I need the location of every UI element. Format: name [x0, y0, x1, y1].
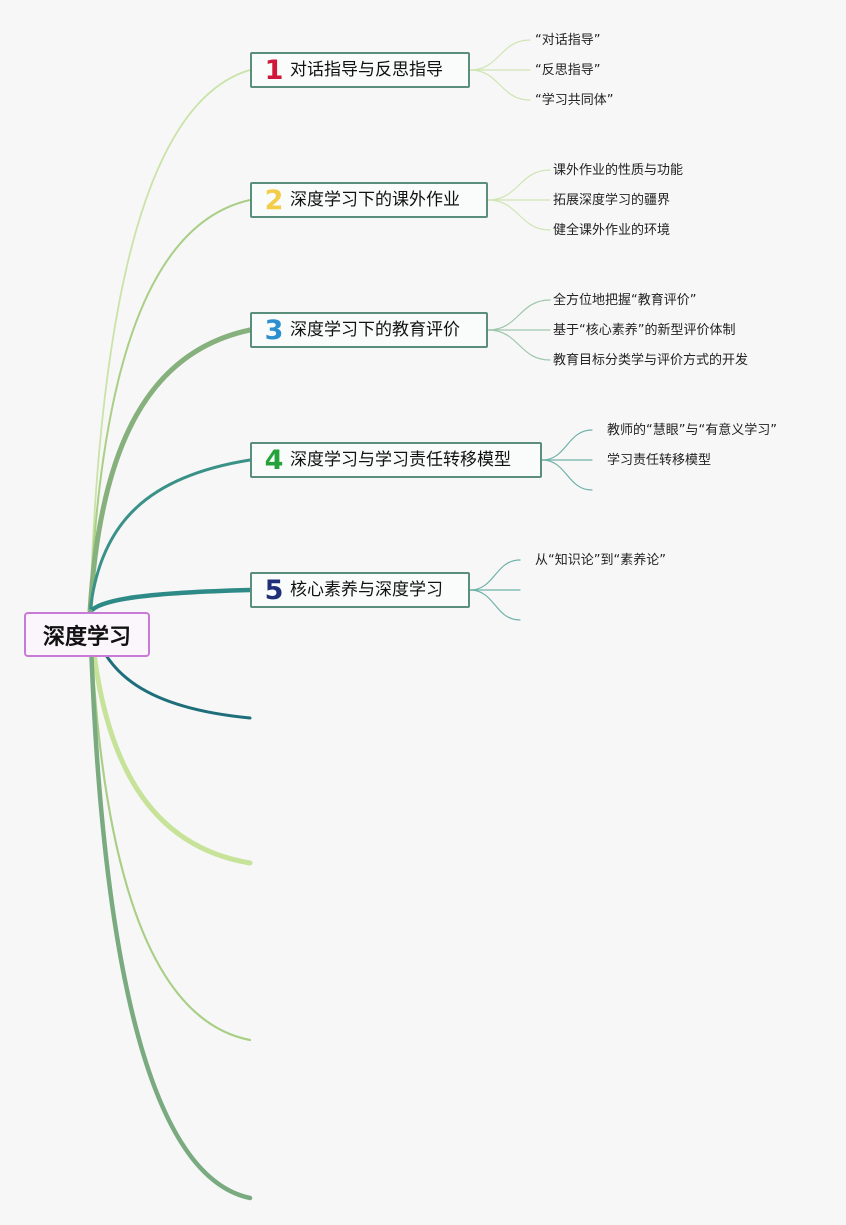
topic-label-5: 核心素养与深度学习 — [290, 579, 443, 600]
topic-node-3[interactable]: 3 深度学习下的教育评价 — [250, 312, 488, 348]
main-branch-5 — [87, 587, 253, 615]
sub-branch-4-3 — [541, 459, 593, 491]
sub-branch-3-1 — [487, 299, 551, 331]
topic-node-1[interactable]: 1 对话指导与反思指导 — [250, 52, 470, 88]
topic-label-4: 深度学习与学习责任转移模型 — [290, 449, 511, 470]
sub-branch-2-3 — [487, 199, 551, 231]
subtopic-5-1[interactable]: 从“知识论”到“素养论” — [535, 553, 666, 568]
subtopic-3-3[interactable]: 教育目标分类学与评价方式的开发 — [553, 353, 749, 368]
topic-label-3: 深度学习下的教育评价 — [290, 319, 460, 340]
sub-branch-4-1 — [541, 429, 593, 461]
subtopic-3-2[interactable]: 基于“核心素养”的新型评价体制 — [553, 323, 736, 338]
sub-branch-5-3 — [469, 589, 521, 621]
sub-branch-1-3 — [469, 69, 531, 101]
root-label: 深度学习 — [42, 624, 131, 650]
main-branch-3 — [87, 327, 253, 615]
topic-number-2: 2 — [264, 184, 284, 216]
root-node[interactable]: 深度学习 — [24, 612, 150, 657]
subtopic-1-3[interactable]: “学习共同体” — [535, 93, 614, 108]
main-branch-8 — [88, 610, 252, 1042]
topic-number-1: 1 — [264, 54, 284, 86]
main-branch-2 — [89, 199, 251, 613]
subtopic-1-1[interactable]: “对话指导” — [535, 33, 601, 48]
topic-node-5[interactable]: 5 核心素养与深度学习 — [250, 572, 470, 608]
subtopic-1-2[interactable]: “反思指导” — [535, 63, 601, 78]
subtopic-4-1[interactable]: 教师的“慧眼”与“有意义学习” — [607, 423, 777, 438]
main-branch-9 — [87, 609, 253, 1201]
subtopic-4-2[interactable]: 学习责任转移模型 — [607, 453, 712, 468]
subtopic-2-3[interactable]: 健全课外作业的环境 — [553, 223, 671, 238]
sub-branch-2-1 — [487, 169, 551, 201]
subtopic-2-1[interactable]: 课外作业的性质与功能 — [553, 163, 684, 178]
main-branch-4 — [88, 458, 252, 614]
topic-number-3: 3 — [264, 314, 284, 346]
topic-node-4[interactable]: 4 深度学习与学习责任转移模型 — [250, 442, 542, 478]
subtopic-3-1[interactable]: 全方位地把握“教育评价” — [553, 293, 697, 308]
topic-label-2: 深度学习下的课外作业 — [290, 189, 460, 210]
sub-branch-3-3 — [487, 329, 551, 361]
sub-branch-5-1 — [469, 559, 521, 591]
topic-number-4: 4 — [264, 444, 284, 476]
topic-label-1: 对话指导与反思指导 — [290, 59, 443, 80]
subtopic-2-2[interactable]: 拓展深度学习的疆界 — [553, 193, 671, 208]
sub-branch-1-1 — [469, 39, 531, 71]
main-branch-1 — [89, 69, 251, 613]
main-branch-7 — [87, 609, 253, 866]
topic-number-5: 5 — [264, 574, 284, 606]
topic-node-2[interactable]: 2 深度学习下的课外作业 — [250, 182, 488, 218]
